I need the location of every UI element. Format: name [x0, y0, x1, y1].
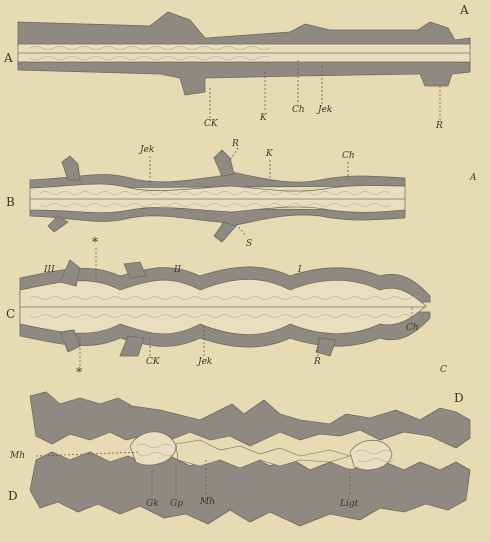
panel-d-annotation-mh-center: Mh: [199, 497, 215, 507]
panel-c-annotation-jek: Jek: [196, 357, 212, 367]
panel-a-annotation-k: K: [259, 113, 268, 123]
panel-b-annotation-k: K: [265, 149, 274, 159]
panel-c-annotation-asterisk-bottom: *: [76, 365, 82, 379]
panel-c-letter: C: [6, 307, 15, 321]
panel-a-annotation-ck: CK: [204, 119, 219, 129]
panel-c-roman-i: I: [297, 265, 302, 275]
panel-d-diagram: [30, 392, 470, 526]
panel-d-annotation-ligt: Ligt: [339, 499, 359, 509]
panel-a-annotation-jek: Jek: [316, 105, 332, 115]
panel-c-annotation-ck: CK: [146, 357, 161, 367]
panel-c-roman-iii: III: [43, 265, 55, 275]
panel-c-annotation-ch: Ch: [406, 323, 419, 333]
panel-c-annotation-r: R: [313, 357, 321, 367]
panel-b-diagram: [30, 150, 405, 242]
panel-a-annotation-ch: Ch: [292, 105, 305, 115]
panel-c-diagram: [20, 260, 430, 356]
panel-d-annotation-gk: Gk: [146, 499, 159, 509]
panel-b-letter: B: [6, 195, 15, 209]
panel-c-roman-ii: II: [173, 265, 182, 275]
panel-c-annotation-asterisk-top: *: [92, 235, 98, 249]
panel-d-annotation-mh-left: Mh: [9, 451, 25, 461]
panel-d-side-label: D: [454, 391, 464, 405]
panel-c-side-label: C: [440, 365, 447, 375]
panel-a-side-label: A: [3, 51, 13, 65]
panel-a-corner-letter: A: [459, 3, 469, 17]
panel-d-annotation-gp: Gp: [170, 499, 183, 509]
panel-b-annotation-r: R: [231, 139, 239, 149]
panel-d-corner-letter: D: [8, 489, 18, 503]
panel-b-annotation-jek: Jek: [138, 145, 154, 155]
panel-b-side-label: A: [469, 173, 477, 183]
panel-b-annotation-s: S: [246, 239, 252, 249]
panel-b-annotation-ch: Ch: [342, 151, 355, 161]
panel-a-annotation-r: R: [435, 121, 443, 131]
panel-a-diagram: [18, 12, 470, 95]
